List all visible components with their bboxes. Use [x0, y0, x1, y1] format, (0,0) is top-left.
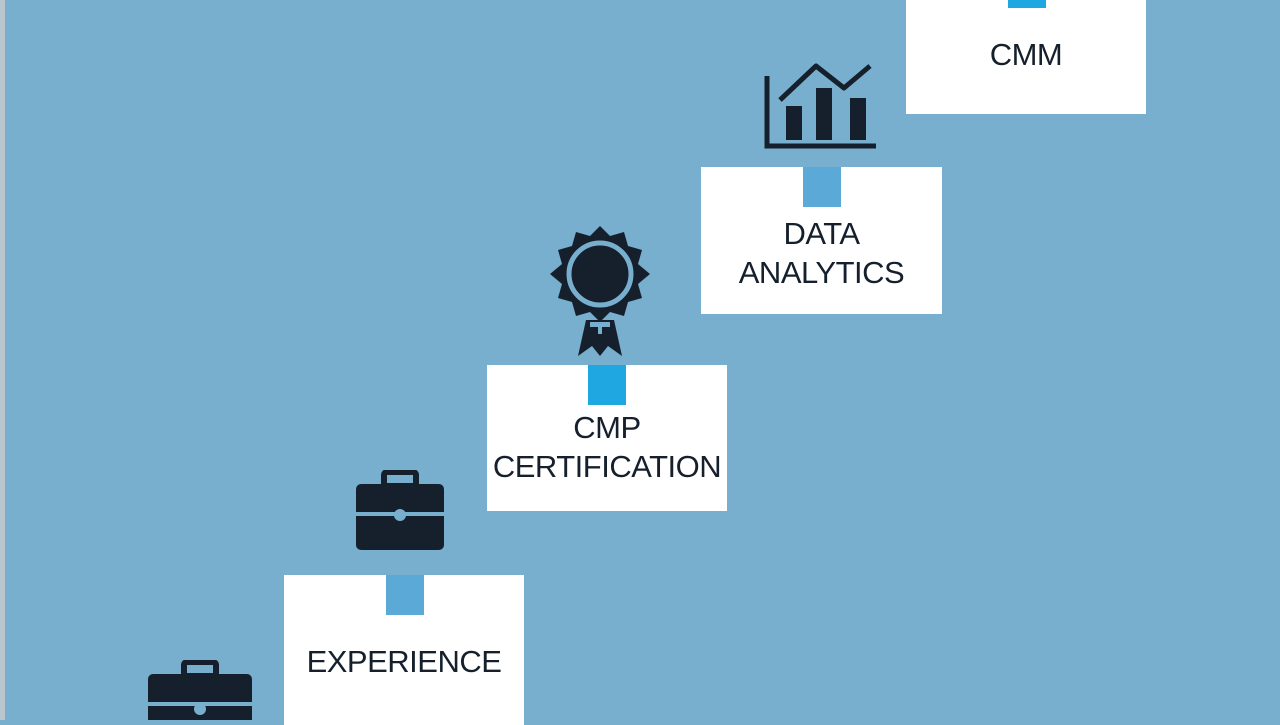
connector-tab [386, 575, 424, 615]
step-label-data-analytics: DATA ANALYTICS [738, 216, 905, 290]
award-ribbon-icon [550, 226, 650, 356]
step-label-experience: EXPERIENCE [306, 644, 502, 679]
step-label-cmm: CMM [989, 37, 1063, 72]
step-box-data-analytics: DATA ANALYTICS [701, 167, 942, 314]
step-label-cmp-certification: CMP CERTIFICATION [492, 410, 722, 484]
step-box-cmp-certification: CMP CERTIFICATION [487, 365, 727, 511]
connector-tab [588, 365, 626, 405]
bar-chart-trend-icon [764, 63, 876, 149]
connector-tab [803, 167, 841, 207]
left-edge-border [0, 0, 5, 720]
step-box-cmm: CMM [906, 0, 1146, 114]
step-box-experience: EXPERIENCE [284, 575, 524, 725]
connector-tab [1008, 0, 1046, 8]
briefcase-icon [356, 470, 444, 550]
briefcase-icon [148, 660, 252, 720]
